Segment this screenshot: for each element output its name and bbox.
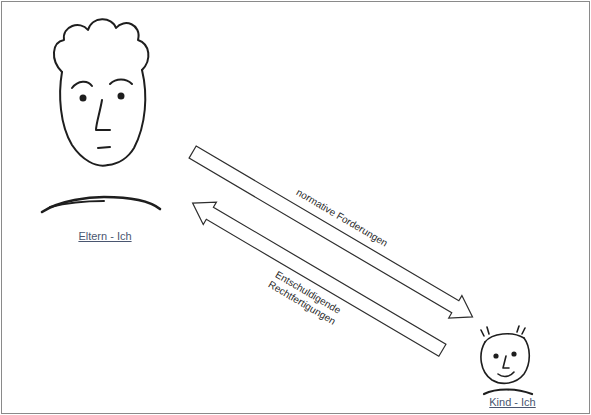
face-node: Kind - Ich	[451, 322, 574, 410]
child-face	[481, 326, 532, 394]
hollow-arrow	[193, 202, 446, 356]
face-node: Eltern - Ich	[26, 8, 184, 244]
edge-label: normative Forderungen	[293, 186, 392, 251]
node-label: Eltern - Ich	[26, 230, 184, 242]
edge-label: Entschuldigende Rechtfertigungen	[265, 268, 346, 328]
node-label: Kind - Ich	[451, 396, 574, 408]
parent-face	[42, 19, 160, 212]
